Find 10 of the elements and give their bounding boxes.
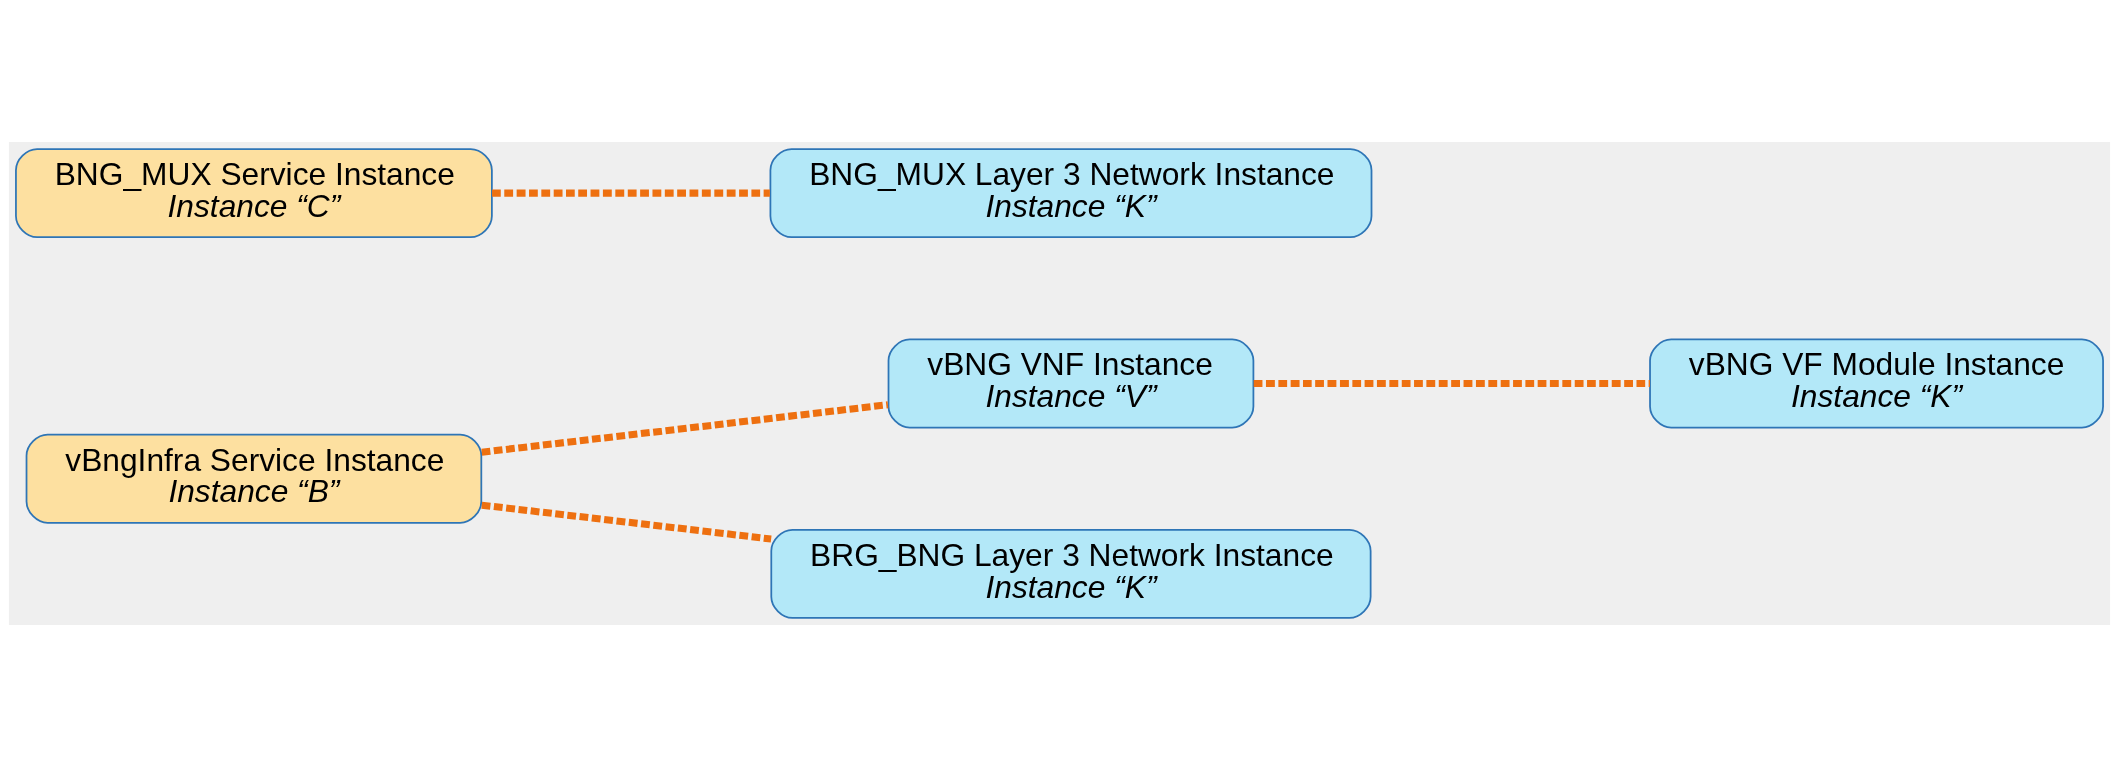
node-box: vBngInfra Service Instance Instance “B” <box>25 433 483 524</box>
node-box: vBNG VNF Instance Instance “V” <box>887 338 1255 429</box>
connector <box>481 401 889 456</box>
connector <box>1253 379 1650 388</box>
node-box: BNG_MUX Service Instance Instance “C” <box>15 148 493 239</box>
connector <box>481 501 772 543</box>
connector <box>492 189 770 197</box>
node-box: BRG_BNG Layer 3 Network Instance Instance “K” <box>770 528 1372 619</box>
node-box: BNG_MUX Layer 3 Network Instance Instance “K” <box>769 148 1373 239</box>
node-box: vBNG VF Module Instance Instance “K” <box>1649 338 2104 429</box>
